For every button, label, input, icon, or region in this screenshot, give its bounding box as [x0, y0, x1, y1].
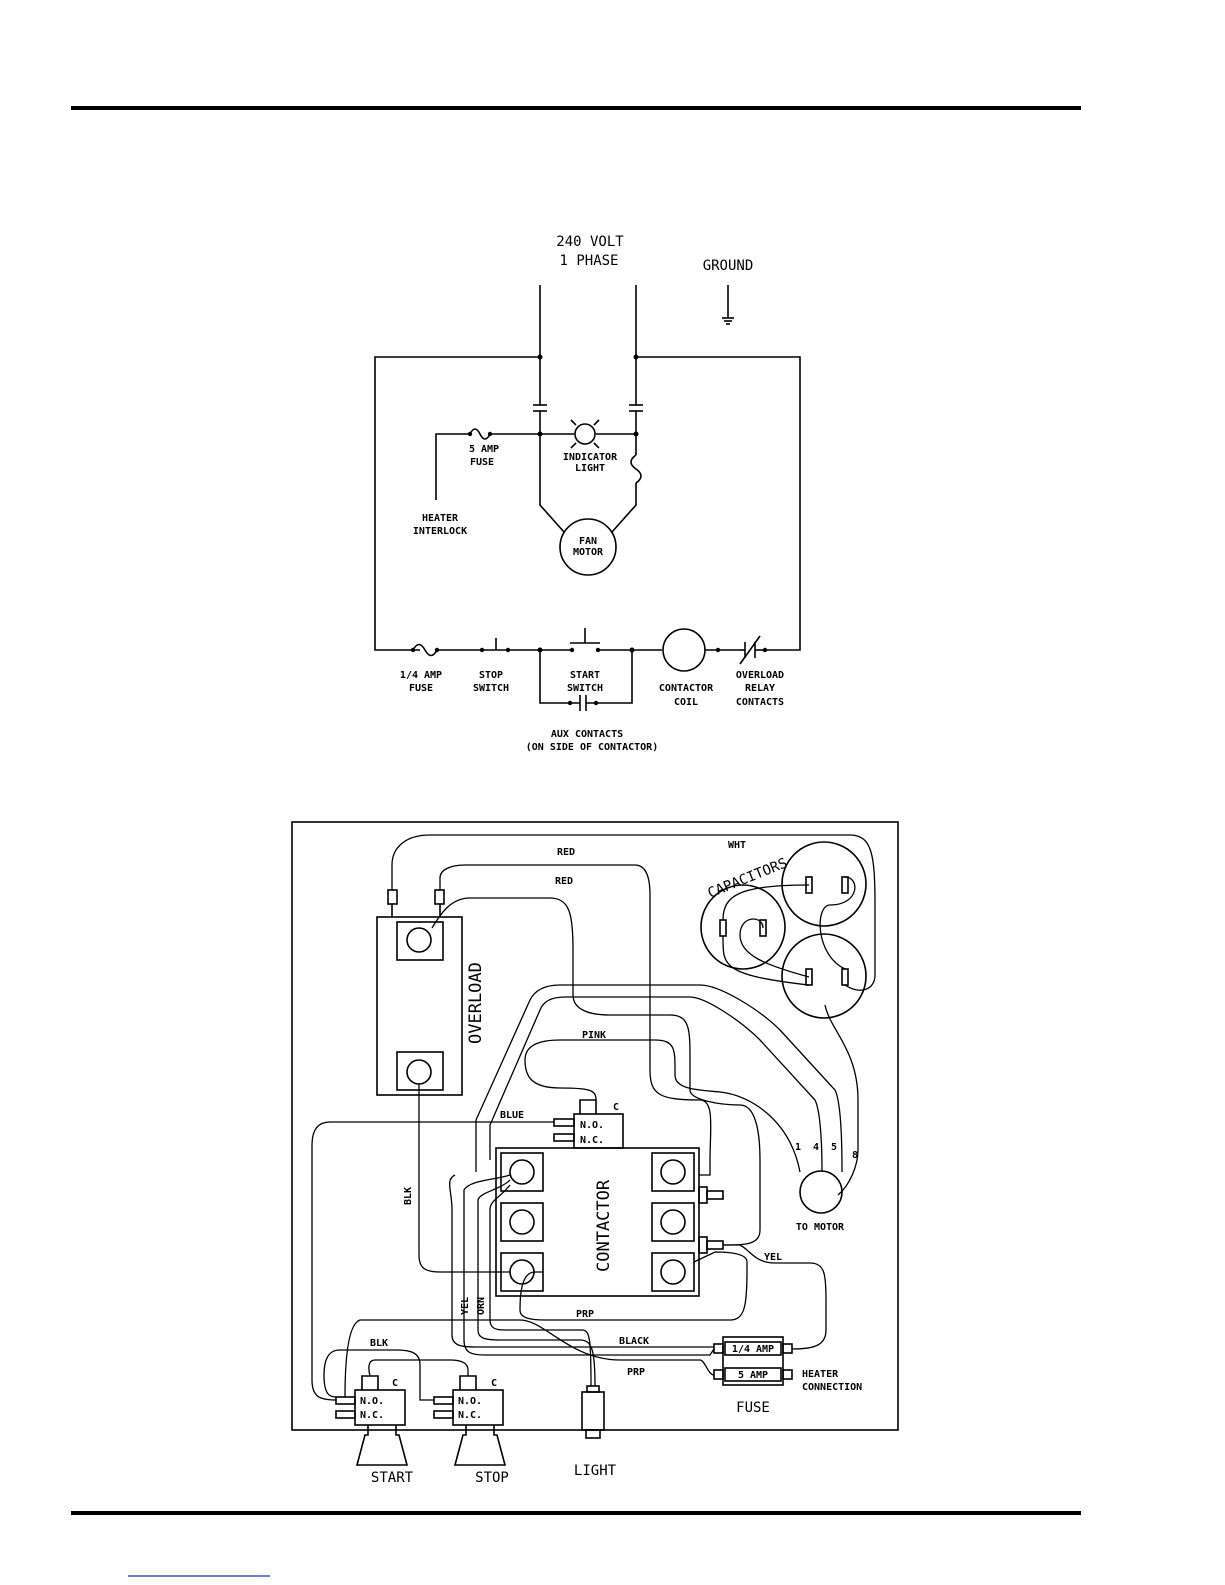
wiring-diagram: OVERLOAD CAPACITORS WHT [291, 821, 899, 1486]
overload-relay-label-3: CONTACTS [736, 697, 784, 708]
five-amp-fuse-label: 5 AMP [738, 1370, 768, 1381]
schematic-diagram: 240 VOLT 1 PHASE GROUND [374, 234, 801, 753]
contactor-block [495, 1147, 724, 1297]
aux-contacts-label-1: AUX CONTACTS [551, 729, 623, 740]
wire-yel-left-label: YEL [460, 1297, 471, 1315]
wire-prp-low-label: PRP [627, 1367, 645, 1378]
wire-runs [311, 834, 876, 1401]
wire-orn-label: ORN [476, 1297, 487, 1315]
motor-terminal-symbol [799, 1170, 843, 1214]
aux-no-label: N.O. [580, 1120, 604, 1131]
stop-nc-label: N.C. [458, 1410, 482, 1421]
heater-connection-label-2: CONNECTION [802, 1382, 862, 1393]
wire-blk-label: BLK [403, 1187, 414, 1205]
supply-wires [374, 285, 801, 651]
ground-label: GROUND [703, 258, 754, 274]
terminal-1-label: 1 [795, 1142, 801, 1153]
wire-blk-low-label: BLK [370, 1338, 388, 1349]
aux-contacts-label-2: (ON SIDE OF CONTACTOR) [526, 742, 658, 753]
stop-no-label: N.O. [458, 1396, 482, 1407]
stop-switch-block [433, 1375, 507, 1466]
wire-red-top-label: RED [557, 847, 575, 858]
wire-pink-label: PINK [582, 1030, 606, 1041]
indicator-light-label-1: INDICATOR [563, 452, 618, 463]
fuse-5a-label-1: 5 AMP [469, 444, 499, 455]
fuse-holder-block [713, 1336, 793, 1386]
fuse-caption-label: FUSE [736, 1400, 770, 1416]
supply-capacitor-left [533, 404, 547, 434]
quarter-fuse-label-1: 1/4 AMP [400, 670, 442, 681]
stop-switch-label-1: STOP [479, 670, 503, 681]
quarter-fuse-label-2: FUSE [409, 683, 433, 694]
fan-motor-circuit [539, 434, 642, 576]
supply-voltage-label: 240 VOLT [556, 234, 624, 250]
start-c-label: C [392, 1378, 398, 1389]
control-rung [410, 628, 768, 711]
start-switch-label-2: SWITCH [567, 683, 603, 694]
capacitors-label: CAPACITORS [706, 855, 790, 901]
contactor-coil-label-1: CONTACTOR [659, 683, 714, 694]
quarter-amp-fuse-label: 1/4 AMP [732, 1344, 774, 1355]
indicator-light-symbol [574, 423, 596, 445]
aux-c-label: C [613, 1102, 619, 1113]
heater-connection-label-1: HEATER [802, 1369, 839, 1380]
fan-motor-label-2: MOTOR [573, 547, 604, 558]
stop-c-label: C [491, 1378, 497, 1389]
start-switch-block [335, 1375, 409, 1466]
supply-capacitor-right [629, 404, 643, 434]
heater-interlock-label-1: HEATER [422, 513, 459, 524]
start-switch-label-1: START [570, 670, 600, 681]
fan-motor-label-1: FAN [579, 536, 597, 547]
light-label: LIGHT [574, 1463, 617, 1479]
bottom-rule [71, 1511, 1081, 1515]
start-nc-label: N.C. [360, 1410, 384, 1421]
aux-nc-label: N.C. [580, 1135, 604, 1146]
start-label: START [371, 1470, 414, 1486]
overload-relay-block [376, 889, 463, 1096]
fan-motor-symbol [559, 518, 617, 576]
heater-interlock-label-2: INTERLOCK [413, 526, 467, 537]
wire-black-label: BLACK [619, 1336, 649, 1347]
to-motor-label: TO MOTOR [796, 1222, 845, 1233]
contactor-coil-label-2: COIL [674, 697, 698, 708]
stop-switch-label-2: SWITCH [473, 683, 509, 694]
wire-prp-mid-label: PRP [576, 1309, 594, 1320]
wire-red-second-label: RED [555, 876, 573, 887]
terminal-8-label: 8 [852, 1150, 858, 1161]
contactor-coil-symbol [662, 628, 706, 672]
wire-yel-right-label: YEL [764, 1252, 782, 1263]
wire-wht-label: WHT [728, 840, 746, 851]
overload-label: OVERLOAD [466, 962, 486, 1044]
indicator-rung [435, 419, 639, 500]
light-socket-block [581, 1385, 605, 1439]
overload-relay-label-1: OVERLOAD [736, 670, 784, 681]
overload-relay-label-2: RELAY [745, 683, 775, 694]
top-rule [71, 106, 1081, 110]
supply-phase-label: 1 PHASE [559, 253, 618, 269]
ground-symbol [722, 285, 734, 325]
fuse-5a-label-2: FUSE [470, 457, 494, 468]
contactor-label: CONTACTOR [594, 1179, 614, 1272]
terminal-4-label: 4 [813, 1142, 819, 1153]
terminal-5-label: 5 [831, 1142, 837, 1153]
capacitors-block [700, 841, 867, 1019]
aux-contact-block [553, 1099, 624, 1149]
wire-blue-label: BLUE [500, 1110, 524, 1121]
indicator-light-label-2: LIGHT [575, 463, 605, 474]
stop-label: STOP [475, 1470, 509, 1486]
start-no-label: N.O. [360, 1396, 384, 1407]
